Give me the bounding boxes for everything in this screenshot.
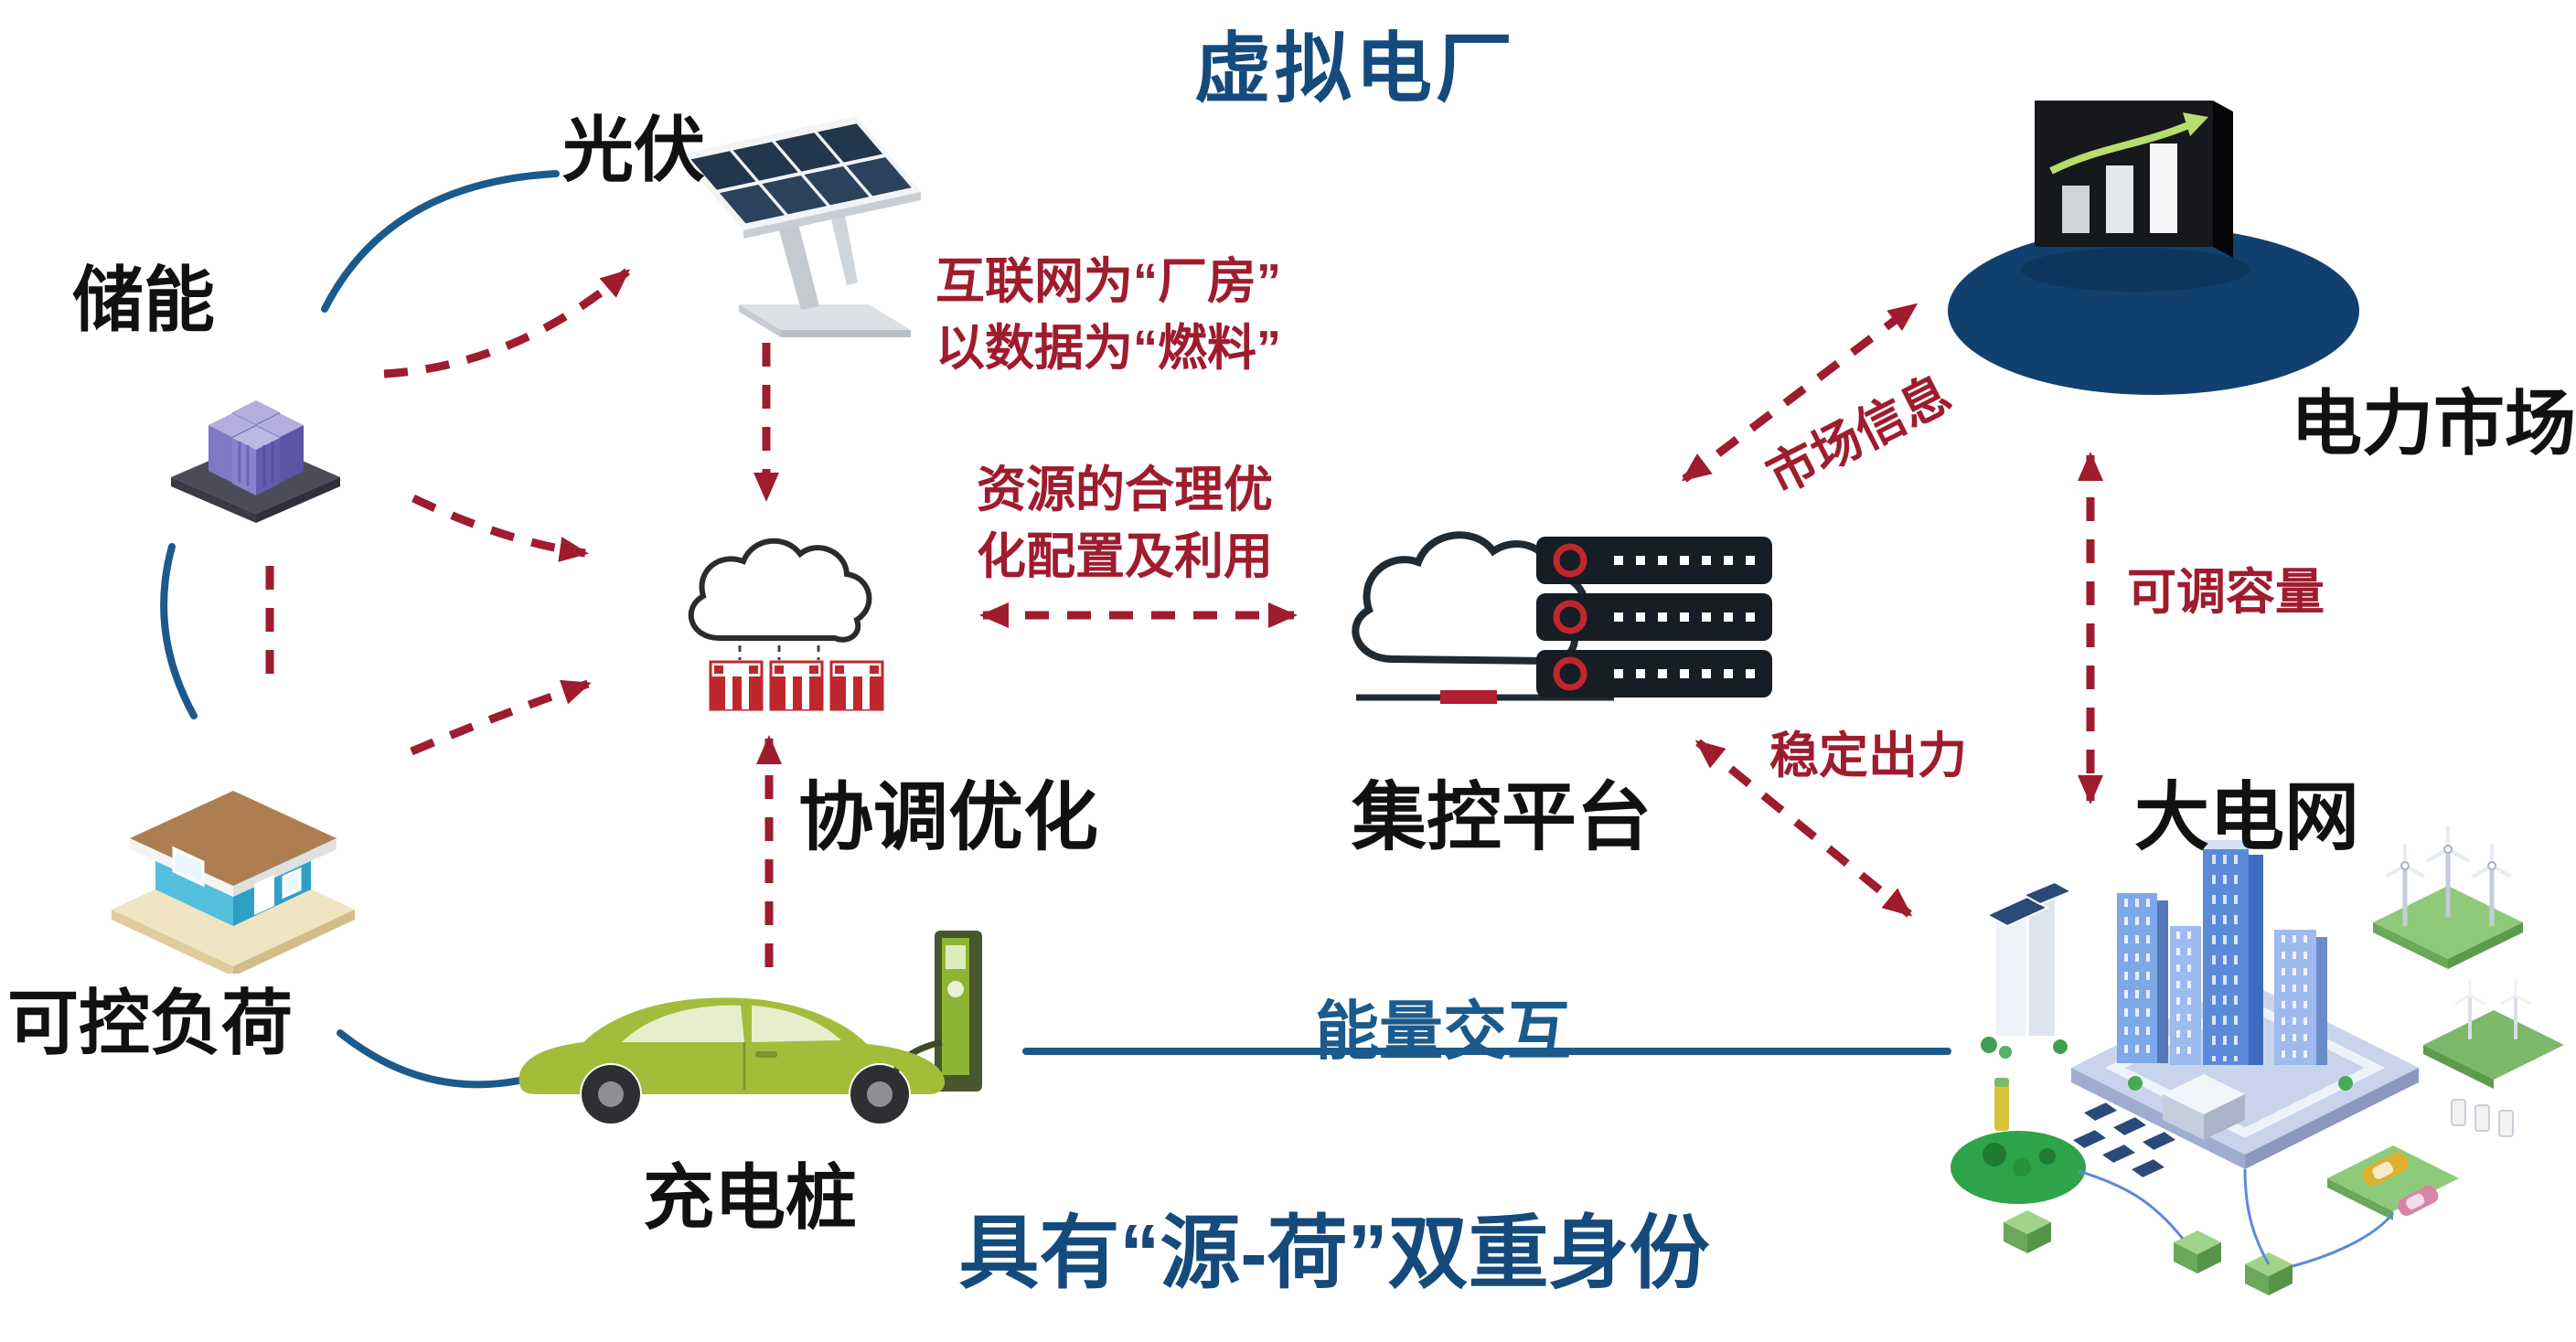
energy-exchange-annotation: 能量交互 <box>1315 996 1571 1067</box>
stable-output-annotation: 稳定出力 <box>1769 729 1967 783</box>
grid-label: 大电网 <box>2134 776 2360 859</box>
storage-icon <box>171 400 340 523</box>
ev-charger-icon <box>518 931 982 1124</box>
platform-label: 集控平台 <box>1352 776 1652 859</box>
house-icon <box>112 791 355 974</box>
coordination-label: 协调优化 <box>798 776 1099 859</box>
curve-storage-pv <box>321 170 560 313</box>
pv-icon <box>679 115 922 337</box>
adjustable-capacity-annotation: 可调容量 <box>2127 565 2325 620</box>
arrow-storage-to-pv <box>383 268 631 378</box>
load-label: 可控负荷 <box>7 983 294 1063</box>
control-platform-icon <box>1352 531 1772 704</box>
pv-label: 光伏 <box>562 110 706 190</box>
page-title: 虚拟电厂 <box>1193 26 1516 112</box>
subtitle: 具有“源-荷”双重身份 <box>958 1208 1710 1298</box>
grid-city-icon <box>1951 825 2564 1295</box>
arrow-platform-grid <box>1694 739 1913 918</box>
internet-annotation-line1: 互联网为“厂房” <box>935 254 1281 309</box>
market-icon <box>1948 101 2359 395</box>
resource-annotation-line2: 化配置及利用 <box>977 528 1273 584</box>
internet-annotation: 互联网为“厂房” 以数据为“燃料” <box>889 249 1328 382</box>
arrow-platform-market <box>1681 302 1919 483</box>
arrow-load-to-coordination <box>410 679 592 756</box>
curve-load-charger <box>337 1029 523 1089</box>
internet-annotation-line2: 以数据为“燃料” <box>935 320 1281 376</box>
resource-annotation-line1: 资源的合理优 <box>977 463 1273 517</box>
market-label: 电力市场 <box>2291 383 2576 463</box>
coordination-cloud-icon <box>688 538 884 711</box>
storage-label: 储能 <box>72 260 216 340</box>
arrow-storage-to-coordination <box>412 494 589 562</box>
resource-annotation: 资源的合理优 化配置及利用 <box>960 457 1289 591</box>
curve-storage-load <box>160 543 198 719</box>
charger-label: 充电桩 <box>643 1157 858 1238</box>
